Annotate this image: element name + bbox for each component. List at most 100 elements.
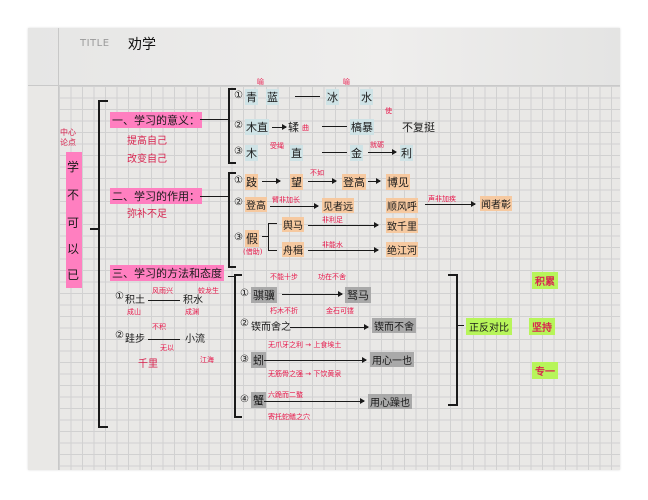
s1-i3-ar: 受绳 (270, 142, 284, 150)
connector (200, 196, 228, 197)
arrow (264, 357, 367, 363)
arrow (308, 222, 379, 228)
s3-l1-an: 成山 (127, 308, 141, 316)
s2-i3-note: (借助) (243, 248, 263, 256)
s1-i1-cr: 喻 (343, 78, 350, 86)
section-2-note: 弥补不足 (127, 209, 167, 220)
page-title: 劝学 (128, 37, 156, 53)
thesis-highlight (66, 152, 82, 288)
dash (295, 96, 320, 97)
connector (200, 119, 228, 120)
s1-i2-c: 槁暴 (350, 119, 374, 135)
s2-i3-x1: 舆马 (282, 217, 304, 232)
section-3-heading: 三、学习的方法和态度 (110, 265, 224, 281)
s2-i3-y1: 致千里 (386, 218, 418, 233)
s2-i3-y2: 绝江河 (386, 242, 418, 257)
trait-accumulate: 积累 (532, 272, 558, 289)
contrast-bracket (448, 274, 458, 406)
thesis-char: 已 (67, 268, 80, 282)
s3-l2-ar: 不积 (152, 323, 166, 331)
s2-i1-c: 登高 (342, 174, 366, 190)
s1-i3-cr: 就砺 (370, 141, 384, 149)
thesis-char: 不 (67, 188, 80, 202)
sub-bracket (268, 223, 277, 251)
s2-i2-c: 顺风呼 (386, 198, 418, 213)
item-num: ② (115, 330, 124, 341)
arrow (270, 203, 319, 209)
section-1-note: 提高自己 (127, 136, 167, 147)
s2-i2-cr: 声非加疾 (428, 195, 456, 203)
item-num: ② (240, 318, 249, 329)
section-3-bracket (234, 274, 242, 418)
item-num: ④ (240, 394, 249, 405)
section-1-bracket (228, 88, 236, 164)
s3-r2-ar: 朽木不折 (270, 307, 298, 315)
arrow (272, 124, 287, 130)
s3-l1-b: 积水 (183, 295, 203, 306)
s1-i1-c: 冰 (326, 89, 339, 105)
arrow (308, 247, 379, 253)
s2-i1-br: 不如 (310, 169, 324, 177)
s1-i2-a: 木直 (245, 119, 269, 135)
trait-focus: 专一 (532, 362, 558, 379)
s3-r3-down: 无筋骨之强 → 下饮黄泉 (268, 370, 342, 378)
s1-i3-c: 金 (350, 145, 363, 161)
item-num: ① (234, 90, 243, 101)
item-num: ① (234, 175, 243, 186)
connector (228, 276, 236, 277)
item-num: ③ (234, 232, 243, 243)
notebook-page: TITLE 劝学 (28, 28, 620, 470)
s3-r3-up: 无爪牙之利 → 上食埃土 (268, 341, 342, 349)
s3-l2-bn: 江海 (200, 356, 214, 364)
s1-i1-d: 水 (360, 89, 373, 105)
s2-i2-d: 闻者彰 (480, 196, 512, 211)
s2-i3-xr1: 非利足 (322, 216, 343, 224)
s3-l1-ar: 风雨兴 (152, 287, 173, 295)
s3-r1-ar: 不能十步 (270, 273, 298, 281)
arrow (282, 291, 343, 297)
thesis-note: 中心论点 (60, 128, 76, 147)
s3-l1-br: 蛟龙生 (198, 287, 219, 295)
connector (456, 325, 464, 326)
dash (148, 339, 180, 340)
arrow (425, 201, 476, 207)
s1-i3-d: 利 (400, 145, 413, 161)
item-num: ② (234, 197, 243, 208)
s2-i3-a: 假 (245, 230, 260, 247)
page-header: TITLE 劝学 (28, 28, 620, 86)
section-2-heading: 二、学习的作用： (110, 188, 202, 204)
s1-i3-b: 直 (290, 145, 303, 161)
s3-l2-a: 跬步 (125, 334, 145, 345)
s1-i2-br: 曲 (302, 124, 309, 132)
contrast-label: 正反对比 (466, 318, 512, 335)
s3-r1-b: 驽马 (345, 287, 371, 303)
title-label: TITLE (80, 38, 110, 49)
item-num: ① (240, 288, 249, 299)
s3-r4-up: 六跪而二螯 (268, 391, 303, 399)
arrow (264, 398, 365, 404)
bracket-tick (90, 228, 99, 230)
thesis-char: 可 (67, 216, 80, 230)
thesis-char: 学 (67, 160, 80, 174)
s3-l1-bn: 成渊 (185, 308, 199, 316)
s1-i2-b: 𫐓 (288, 121, 299, 134)
s3-l2-b: 小流 (185, 334, 205, 345)
arrow (262, 178, 281, 184)
s2-i2-ar: 臂非加长 (272, 196, 300, 204)
s1-i3-a: 木 (245, 145, 258, 161)
s3-r4-down: 寄托蛇鳝之穴 (268, 413, 310, 421)
main-bracket (98, 100, 108, 428)
s3-r2-b: 锲而不舍 (372, 318, 416, 333)
s3-r1-br: 功在不舍 (318, 273, 346, 281)
dash (322, 126, 347, 127)
thesis-char: 以 (67, 242, 80, 256)
dash (322, 152, 347, 153)
dash (148, 300, 180, 301)
s2-i3-xr2: 非能水 (322, 241, 343, 249)
s1-i2-d: 不复挺 (402, 121, 435, 134)
item-num: ② (234, 120, 243, 131)
arrow (308, 178, 337, 184)
section-1-note: 改变自己 (127, 154, 167, 165)
s1-i2-cr: 使 (385, 107, 392, 115)
s3-r1-a: 骐骥 (251, 287, 277, 303)
